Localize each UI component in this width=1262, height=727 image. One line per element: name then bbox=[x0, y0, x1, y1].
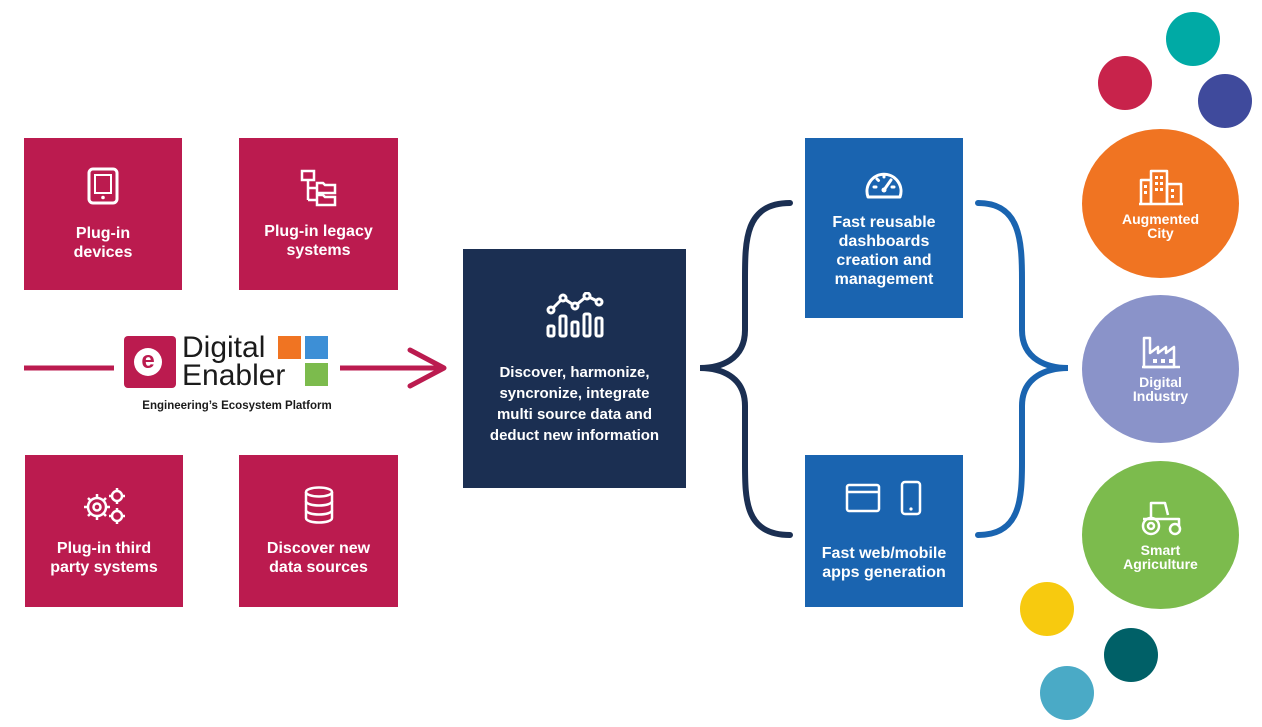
plug-in-legacy-systems-box: Plug-in legacy systems bbox=[239, 138, 398, 290]
left-brace bbox=[699, 200, 793, 538]
smart-agriculture-label: Smart Agriculture bbox=[1123, 542, 1198, 572]
app-icons bbox=[845, 480, 923, 516]
logo-tagline: Engineering’s Ecosystem Platform bbox=[142, 400, 332, 412]
augmented-city-label: Augmented City bbox=[1122, 210, 1199, 241]
tablet-icon bbox=[87, 167, 119, 205]
discover-new-data-sources-box: Discover new data sources bbox=[239, 455, 398, 607]
logo-square-green bbox=[305, 363, 328, 386]
plug-in-third-party-systems-box: Plug-in third party systems bbox=[25, 455, 183, 607]
hierarchy-folders-icon bbox=[300, 169, 336, 207]
plug-in-legacy-systems-label: Plug-in legacy systems bbox=[264, 223, 373, 259]
gears-icon bbox=[84, 488, 125, 524]
factory-icon bbox=[1141, 336, 1180, 369]
dashboards-label: Fast reusable dashboards creation and ma… bbox=[832, 214, 936, 288]
smart-agriculture-circle: Smart Agriculture bbox=[1082, 461, 1239, 609]
decorative-dot-teal bbox=[1166, 12, 1220, 66]
core-processing-label: Discover, harmonize, syncronize, integra… bbox=[489, 363, 660, 444]
tractor-icon bbox=[1141, 501, 1181, 536]
browser-window-icon bbox=[845, 483, 881, 513]
apps-generation-label: Fast web/mobile apps generation bbox=[821, 545, 947, 581]
logo-square-blue bbox=[305, 336, 328, 359]
dashboards-box: Fast reusable dashboards creation and ma… bbox=[805, 138, 963, 318]
analytics-chart-icon bbox=[546, 291, 603, 337]
plug-in-devices-box: Plug-in devices bbox=[24, 138, 182, 290]
decorative-dot-crimson bbox=[1098, 56, 1152, 110]
decorative-dot-yellow bbox=[1020, 582, 1074, 636]
decorative-dot-indigo bbox=[1198, 74, 1252, 128]
logo-badge: e bbox=[124, 336, 176, 388]
mobile-phone-icon bbox=[900, 480, 922, 516]
discover-new-data-sources-label: Discover new data sources bbox=[266, 540, 371, 576]
logo-square-orange bbox=[278, 336, 301, 359]
digital-enabler-logo: e Digital Enabler Engineering’s Ecosyste… bbox=[122, 331, 352, 414]
right-brace bbox=[975, 200, 1069, 538]
database-icon bbox=[304, 486, 333, 524]
logo-wordmark: Digital Enabler bbox=[182, 331, 286, 392]
speedometer-icon bbox=[865, 172, 903, 199]
plug-in-devices-label: Plug-in devices bbox=[73, 225, 133, 261]
augmented-city-circle: Augmented City bbox=[1082, 129, 1239, 278]
plug-in-third-party-systems-label: Plug-in third party systems bbox=[50, 540, 158, 576]
decorative-dot-light-blue bbox=[1040, 666, 1094, 720]
decorative-dot-dark-teal bbox=[1104, 628, 1158, 682]
digital-industry-label: Digital Industry bbox=[1132, 374, 1189, 404]
digital-industry-circle: Digital Industry bbox=[1082, 295, 1239, 443]
logo-squares bbox=[278, 336, 330, 388]
apps-generation-box: Fast web/mobile apps generation bbox=[805, 455, 963, 607]
core-processing-box: Discover, harmonize, syncronize, integra… bbox=[463, 249, 686, 488]
arrow-head-icon bbox=[407, 347, 447, 389]
city-buildings-icon bbox=[1138, 169, 1183, 205]
logo-badge-letter: e bbox=[134, 348, 162, 376]
